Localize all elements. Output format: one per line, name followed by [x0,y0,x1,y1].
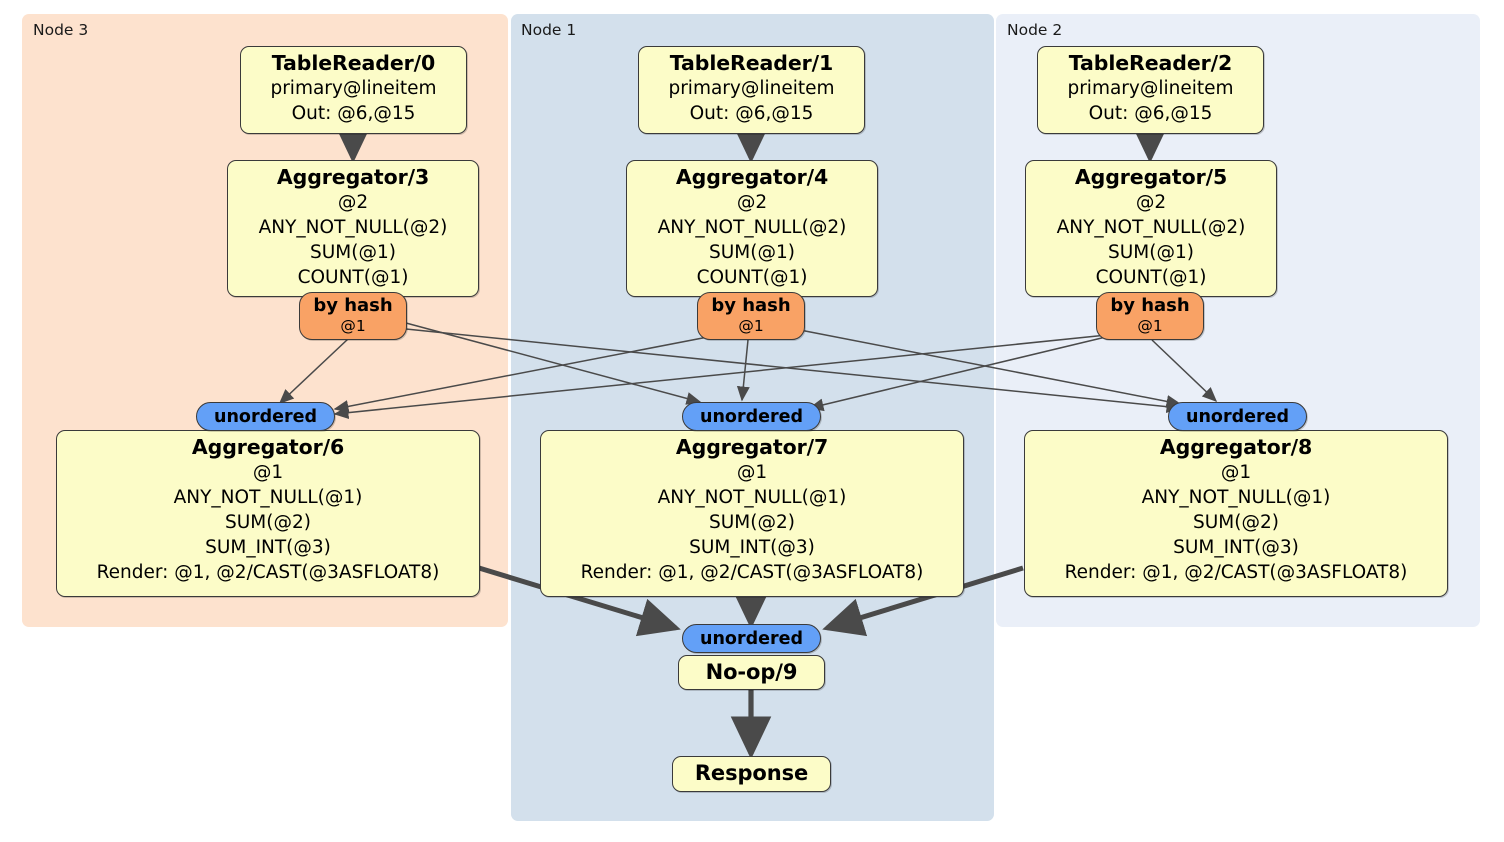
router-label: by hash [1110,295,1190,316]
processor-table-reader-2[interactable]: TableReader/2 primary@lineitem Out: @6,@… [1037,46,1264,134]
processor-detail: ANY_NOT_NULL(@2) [258,217,448,238]
processor-title: Aggregator/4 [675,165,829,189]
stream-label: unordered [700,628,803,649]
processor-title: Aggregator/5 [1074,165,1228,189]
node-label-node2: Node 2 [1007,21,1063,39]
processor-aggregator-5[interactable]: Aggregator/5 @2 ANY_NOT_NULL(@2) SUM(@1)… [1025,160,1277,297]
processor-detail: SUM(@1) [1108,242,1194,263]
processor-title: Aggregator/3 [276,165,430,189]
router-by-hash-node2[interactable]: by hash @1 [1096,292,1204,340]
processor-detail: SUM_INT(@3) [205,537,331,558]
processor-render: Render: @1, @2/CAST(@3ASFLOAT8) [96,562,440,583]
processor-aggregator-3[interactable]: Aggregator/3 @2 ANY_NOT_NULL(@2) SUM(@1)… [227,160,479,297]
processor-detail: COUNT(@1) [696,267,808,288]
processor-detail: SUM(@2) [225,512,311,533]
processor-title: No-op/9 [705,660,798,684]
processor-detail: @2 [736,192,768,213]
stream-label: unordered [700,406,803,427]
processor-detail: SUM(@1) [709,242,795,263]
processor-detail: @1 [1220,462,1252,483]
stream-label: unordered [214,406,317,427]
router-column: @1 [340,317,366,335]
processor-title: TableReader/1 [669,51,834,75]
processor-detail: Out: @6,@15 [291,103,416,124]
router-column: @1 [738,317,764,335]
processor-title: TableReader/0 [271,51,436,75]
processor-detail: @1 [252,462,284,483]
processor-detail: Out: @6,@15 [689,103,814,124]
stream-label: unordered [1186,406,1289,427]
processor-detail: @1 [736,462,768,483]
processor-title: Aggregator/6 [191,435,345,459]
processor-detail: SUM(@2) [1193,512,1279,533]
stream-unordered-node3[interactable]: unordered [196,402,335,431]
processor-title: Aggregator/8 [1159,435,1313,459]
processor-render: Render: @1, @2/CAST(@3ASFLOAT8) [580,562,924,583]
processor-render: Render: @1, @2/CAST(@3ASFLOAT8) [1064,562,1408,583]
processor-detail: ANY_NOT_NULL(@1) [1141,487,1331,508]
processor-detail: @2 [1135,192,1167,213]
processor-detail: Out: @6,@15 [1088,103,1213,124]
processor-title: TableReader/2 [1068,51,1233,75]
processor-detail: ANY_NOT_NULL(@2) [657,217,847,238]
node-label-node3: Node 3 [33,21,89,39]
processor-aggregator-6[interactable]: Aggregator/6 @1 ANY_NOT_NULL(@1) SUM(@2)… [56,430,480,597]
stream-unordered-final[interactable]: unordered [682,624,821,653]
processor-aggregator-4[interactable]: Aggregator/4 @2 ANY_NOT_NULL(@2) SUM(@1)… [626,160,878,297]
processor-detail: @2 [337,192,369,213]
router-column: @1 [1137,317,1163,335]
node-label-node1: Node 1 [521,21,577,39]
processor-detail: SUM_INT(@3) [1173,537,1299,558]
processor-table-reader-1[interactable]: TableReader/1 primary@lineitem Out: @6,@… [638,46,865,134]
processor-title: Response [694,761,809,785]
processor-detail: COUNT(@1) [297,267,409,288]
router-by-hash-node1[interactable]: by hash @1 [697,292,805,340]
processor-detail: ANY_NOT_NULL(@1) [657,487,847,508]
stream-unordered-node2[interactable]: unordered [1168,402,1307,431]
processor-detail: primary@lineitem [1067,78,1234,99]
processor-detail: COUNT(@1) [1095,267,1207,288]
processor-detail: ANY_NOT_NULL(@2) [1056,217,1246,238]
processor-detail: ANY_NOT_NULL(@1) [173,487,363,508]
processor-response[interactable]: Response [672,756,831,792]
processor-detail: primary@lineitem [270,78,437,99]
processor-table-reader-0[interactable]: TableReader/0 primary@lineitem Out: @6,@… [240,46,467,134]
router-label: by hash [313,295,393,316]
processor-title: Aggregator/7 [675,435,829,459]
processor-detail: primary@lineitem [668,78,835,99]
router-label: by hash [711,295,791,316]
processor-detail: SUM(@2) [709,512,795,533]
processor-aggregator-7[interactable]: Aggregator/7 @1 ANY_NOT_NULL(@1) SUM(@2)… [540,430,964,597]
processor-no-op-9[interactable]: No-op/9 [678,655,825,690]
router-by-hash-node3[interactable]: by hash @1 [299,292,407,340]
processor-detail: SUM_INT(@3) [689,537,815,558]
stream-unordered-node1[interactable]: unordered [682,402,821,431]
processor-aggregator-8[interactable]: Aggregator/8 @1 ANY_NOT_NULL(@1) SUM(@2)… [1024,430,1448,597]
processor-detail: SUM(@1) [310,242,396,263]
